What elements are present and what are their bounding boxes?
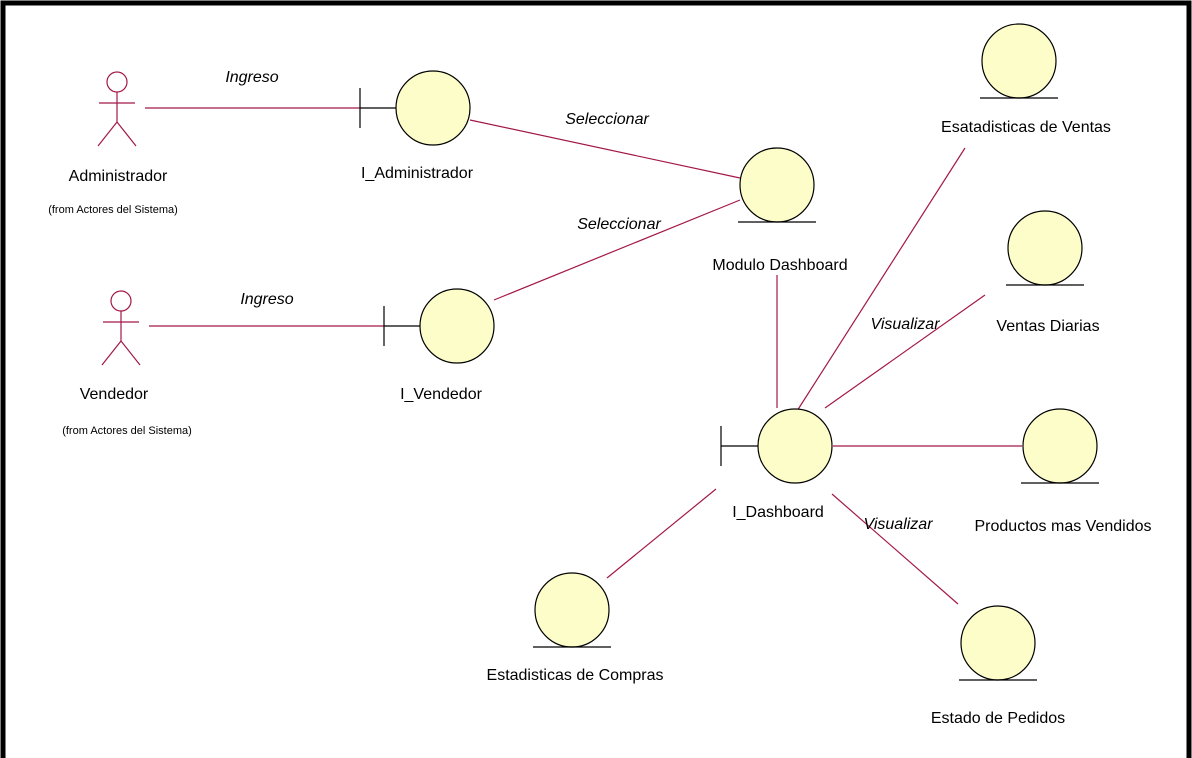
actor-administrador-label: Administrador <box>69 168 168 185</box>
entity-productos-vendidos-icon[interactable] <box>1021 408 1099 484</box>
entity-ventas-diarias-label: Ventas Diarias <box>996 318 1099 335</box>
control-modulo-dashboard-icon[interactable] <box>738 147 816 223</box>
association-visualizar-2-label: Visualizar <box>863 516 933 533</box>
actor-administrador-from-label: (from Actores del Sistema) <box>48 204 178 216</box>
entity-estadisticas-compras-label: Estadisticas de Compras <box>487 667 664 684</box>
actor-administrador-icon[interactable] <box>97 71 137 147</box>
boundary-i-administrador-icon[interactable] <box>359 70 471 146</box>
boundary-i-administrador-label: I_Administrador <box>361 165 474 182</box>
line-i-dashboard-to-estadisticas-compras[interactable] <box>606 488 717 579</box>
association-admin-seleccionar-label: Seleccionar <box>565 111 649 128</box>
line-i-dashboard-to-estadisticas-ventas[interactable] <box>796 147 966 412</box>
entity-estado-pedidos-icon[interactable] <box>959 605 1037 681</box>
actor-vendedor-label: Vendedor <box>80 386 149 403</box>
actor-vendedor-from-label: (from Actores del Sistema) <box>62 425 192 437</box>
association-admin-ingreso-label: Ingreso <box>225 69 278 86</box>
boundary-i-dashboard-icon[interactable] <box>720 408 833 484</box>
entity-estadisticas-ventas-icon[interactable] <box>980 23 1058 99</box>
control-modulo-dashboard-label: Modulo Dashboard <box>712 257 847 274</box>
entity-ventas-diarias-icon[interactable] <box>1006 210 1084 286</box>
entity-estadisticas-compras-icon[interactable] <box>533 572 611 648</box>
boundary-i-vendedor-label: I_Vendedor <box>400 386 483 403</box>
association-visualizar-1-label: Visualizar <box>870 316 940 333</box>
association-vendedor-ingreso-label: Ingreso <box>240 291 293 308</box>
line-i-vendedor-to-modulo[interactable] <box>493 199 741 301</box>
entity-estadisticas-ventas-label: Esatadisticas de Ventas <box>941 119 1111 136</box>
line-i-dashboard-to-estado-pedidos[interactable] <box>831 493 959 605</box>
line-i-administrador-to-modulo[interactable] <box>469 119 741 179</box>
association-vendedor-seleccionar-label: Seleccionar <box>577 216 661 233</box>
boundary-i-dashboard-label: I_Dashboard <box>732 504 824 521</box>
actor-vendedor-icon[interactable] <box>101 290 141 366</box>
association-lines <box>145 107 1022 605</box>
entity-estado-pedidos-label: Estado de Pedidos <box>931 710 1065 727</box>
line-i-dashboard-to-ventas-diarias[interactable] <box>824 294 986 409</box>
entity-productos-vendidos-label: Productos mas Vendidos <box>975 518 1152 535</box>
boundary-i-vendedor-icon[interactable] <box>383 288 495 364</box>
